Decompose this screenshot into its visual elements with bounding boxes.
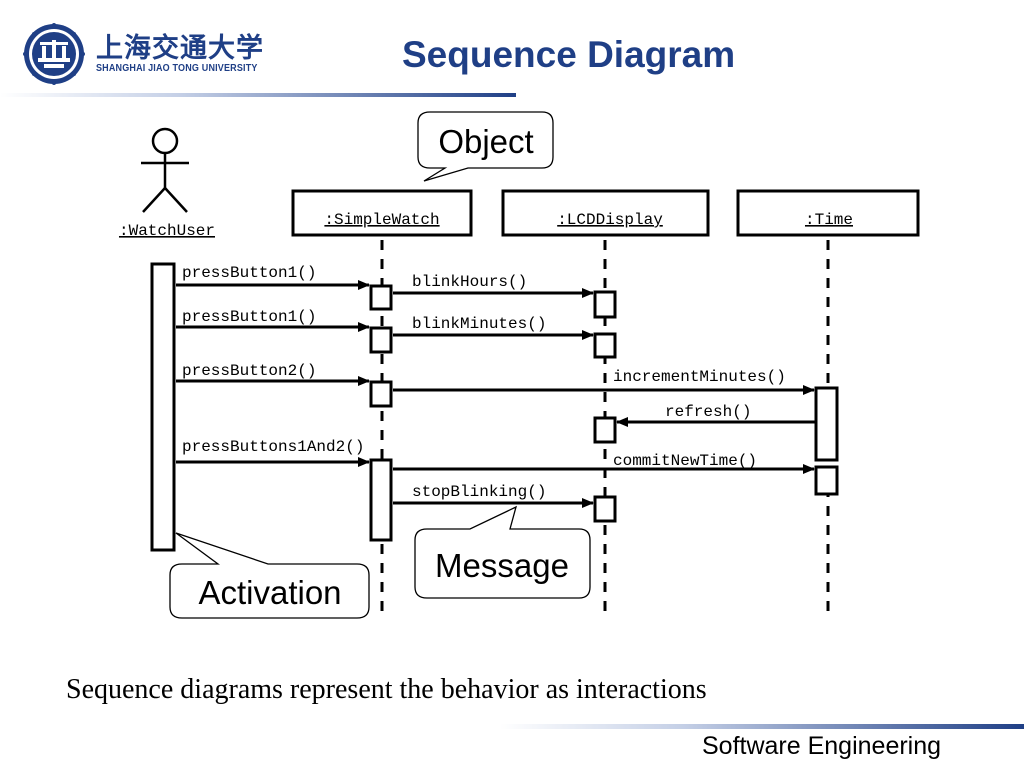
- activation-time-2: [814, 465, 839, 496]
- activation-simplewatch-1: [369, 284, 393, 311]
- callout-activation: Activation: [169, 532, 370, 619]
- object-label-simplewatch: :SimpleWatch: [324, 211, 439, 229]
- activation-simplewatch-4: [369, 458, 393, 542]
- object-label-lcddisplay: :LCDDisplay: [557, 211, 663, 229]
- activation-lcddisplay-3: [593, 416, 617, 444]
- footer-divider: [500, 724, 1024, 729]
- activation-time-1: [814, 386, 839, 462]
- university-logo-chinese: 上海交通大学: [96, 33, 264, 64]
- object-box-lcddisplay: [501, 189, 710, 237]
- message-label-stopblinking: stopBlinking(): [412, 483, 546, 501]
- message-label-blinkhours: blinkHours(): [412, 273, 527, 291]
- message-label-commitnewtime: commitNewTime(): [613, 452, 757, 470]
- callout-message: Message: [414, 505, 591, 599]
- activation-lcddisplay-1: [593, 290, 617, 319]
- message-label-pressbuttons1and2: pressButtons1And2(): [182, 438, 364, 456]
- activation-watchuser: [150, 262, 176, 552]
- callout-message-text: Message: [435, 547, 569, 584]
- message-label-pressbutton1-b: pressButton1(): [182, 308, 316, 326]
- university-seal-icon: [23, 23, 85, 85]
- slide-caption: Sequence diagrams represent the behavior…: [66, 674, 707, 705]
- callout-object: Object: [417, 111, 554, 182]
- callout-activation-text: Activation: [198, 574, 341, 611]
- message-label-refresh: refresh(): [665, 403, 751, 421]
- message-label-pressbutton2: pressButton2(): [182, 362, 316, 380]
- message-label-pressbutton1-a: pressButton1(): [182, 264, 316, 282]
- object-box-simplewatch: [291, 189, 473, 237]
- activation-lcddisplay-2: [593, 332, 617, 359]
- callout-object-text: Object: [438, 123, 533, 160]
- footer-course-name: Software Engineering: [702, 732, 942, 760]
- slide-title: Sequence Diagram: [402, 34, 736, 75]
- activation-simplewatch-3: [369, 380, 393, 408]
- message-label-incrementminutes: incrementMinutes(): [613, 368, 786, 386]
- activation-simplewatch-2: [369, 326, 393, 354]
- actor-stick-figure-icon: [141, 127, 189, 213]
- actor-label: :WatchUser: [119, 222, 215, 240]
- header-divider: [0, 93, 516, 97]
- activation-lcddisplay-4: [593, 495, 617, 523]
- message-label-blinkminutes: blinkMinutes(): [412, 315, 546, 333]
- university-logo-english: SHANGHAI JIAO TONG UNIVERSITY: [96, 63, 258, 74]
- object-box-time: [736, 189, 920, 237]
- object-label-time: :Time: [805, 211, 853, 229]
